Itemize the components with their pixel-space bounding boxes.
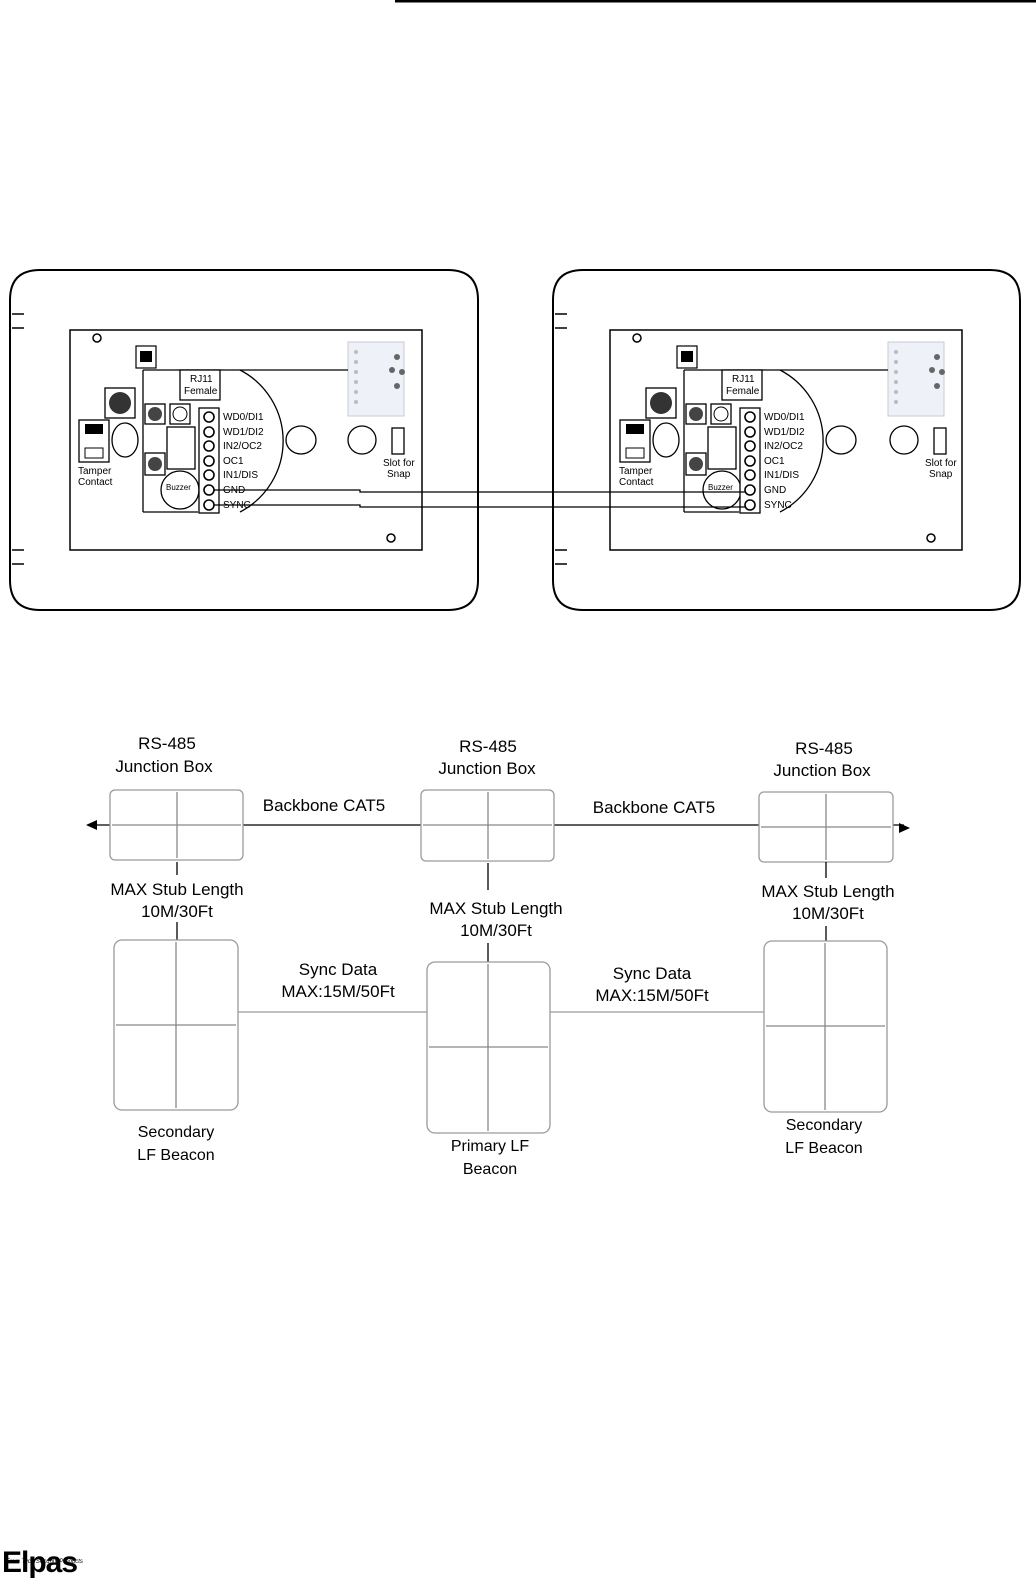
- terminal-label: IN1/DIS: [764, 470, 799, 481]
- terminal-label: WD1/DI2: [223, 427, 264, 438]
- backbone-label: Backbone CAT5: [593, 798, 716, 817]
- snap-slot: [391, 427, 405, 455]
- gnd-sync-wires: [214, 489, 746, 508]
- stub-label-line1: MAX Stub Length: [761, 882, 894, 901]
- terminal-label: IN2/OC2: [223, 441, 262, 452]
- reader-housing: [9, 269, 479, 611]
- sync-label-line2: MAX:15M/50Ft: [281, 982, 395, 1001]
- slot-label-line1: Slot for: [925, 458, 957, 469]
- secondary-label-line2: LF Beacon: [137, 1147, 214, 1164]
- terminal-label: WD1/DI2: [764, 427, 805, 438]
- slot-label-line2: Snap: [929, 469, 953, 480]
- sync-label-line1: Sync Data: [299, 960, 378, 979]
- secondary-label-line1: Secondary: [138, 1124, 215, 1141]
- terminal-label: IN1/DIS: [223, 470, 258, 481]
- reader-module: [887, 341, 945, 417]
- junction-box-left: [109, 789, 244, 861]
- junction-label-line2: Junction Box: [773, 761, 871, 780]
- junction-label-line1: RS-485: [138, 734, 196, 753]
- tamper-label-line1: Tamper: [619, 466, 653, 477]
- junction-label-line1: RS-485: [795, 739, 853, 758]
- terminal-label: SYNC: [764, 500, 792, 511]
- sync-label-line2: MAX:15M/50Ft: [595, 986, 709, 1005]
- junction-box-right: [758, 791, 894, 863]
- terminal-label: IN2/OC2: [764, 441, 803, 452]
- reader-left: RJ11 Female Tamper Contact Buzzer Slot f…: [9, 269, 479, 611]
- junction-label-line1: RS-485: [459, 737, 517, 756]
- mounting-hole: [926, 533, 936, 543]
- primary-label-line1: Primary LF: [451, 1138, 529, 1155]
- mounting-hole: [632, 333, 642, 343]
- arrow-right-icon: [899, 823, 910, 833]
- stub-label-line2: 10M/30Ft: [141, 902, 213, 921]
- snap-slot: [933, 427, 947, 455]
- secondary-beacon-left: [113, 939, 239, 1111]
- stub-label-line2: 10M/30Ft: [460, 921, 532, 940]
- pcb-board: [69, 329, 423, 551]
- pcb-board: [609, 329, 963, 551]
- backbone-label: Backbone CAT5: [263, 796, 386, 815]
- sync-label-line1: Sync Data: [613, 964, 692, 983]
- primary-beacon: [426, 961, 551, 1134]
- junction-label-line2: Junction Box: [438, 759, 536, 778]
- rs485-topology: RS-485 Junction Box RS-485 Junction Box …: [86, 734, 910, 1178]
- mounting-hole: [92, 333, 102, 343]
- rj11-connector: [721, 369, 763, 401]
- terminal-label: OC1: [764, 456, 785, 467]
- buzzer-label: Buzzer: [708, 483, 733, 492]
- rj11-female-label: Female: [726, 386, 760, 397]
- junction-box-center: [420, 789, 555, 862]
- rj11-connector: [179, 369, 221, 401]
- logo-tagline: From Tyco Security Products: [6, 1559, 83, 1565]
- stub-label-line1: MAX Stub Length: [110, 880, 243, 899]
- terminal-label: WD0/DI1: [764, 412, 805, 423]
- stub-label-line1: MAX Stub Length: [429, 899, 562, 918]
- arrow-left-icon: [86, 820, 97, 830]
- primary-label-line2: Beacon: [463, 1161, 517, 1178]
- rj11-label: RJ11: [190, 374, 213, 385]
- terminal-label: GND: [764, 485, 786, 496]
- stub-label-line2: 10M/30Ft: [792, 904, 864, 923]
- secondary-label-line1: Secondary: [786, 1117, 863, 1134]
- tamper-label-line2: Contact: [619, 477, 654, 488]
- junction-label-line2: Junction Box: [115, 757, 213, 776]
- rj11-label: RJ11: [732, 374, 755, 385]
- slot-label-line2: Snap: [387, 469, 411, 480]
- secondary-beacon-right: [763, 940, 888, 1113]
- rj11-female-label: Female: [184, 386, 218, 397]
- tamper-label-line2: Contact: [78, 477, 113, 488]
- reader-module: [347, 341, 405, 417]
- terminal-label: OC1: [223, 456, 244, 467]
- terminal-label: WD0/DI1: [223, 412, 264, 423]
- secondary-label-line2: LF Beacon: [785, 1140, 862, 1157]
- tamper-label-line1: Tamper: [78, 466, 112, 477]
- buzzer-label: Buzzer: [166, 483, 191, 492]
- slot-label-line1: Slot for: [383, 458, 415, 469]
- mounting-hole: [386, 533, 396, 543]
- reader-housing: [552, 269, 1021, 611]
- reader-right: RJ11 Female Tamper Contact Buzzer Slot f…: [552, 269, 1021, 611]
